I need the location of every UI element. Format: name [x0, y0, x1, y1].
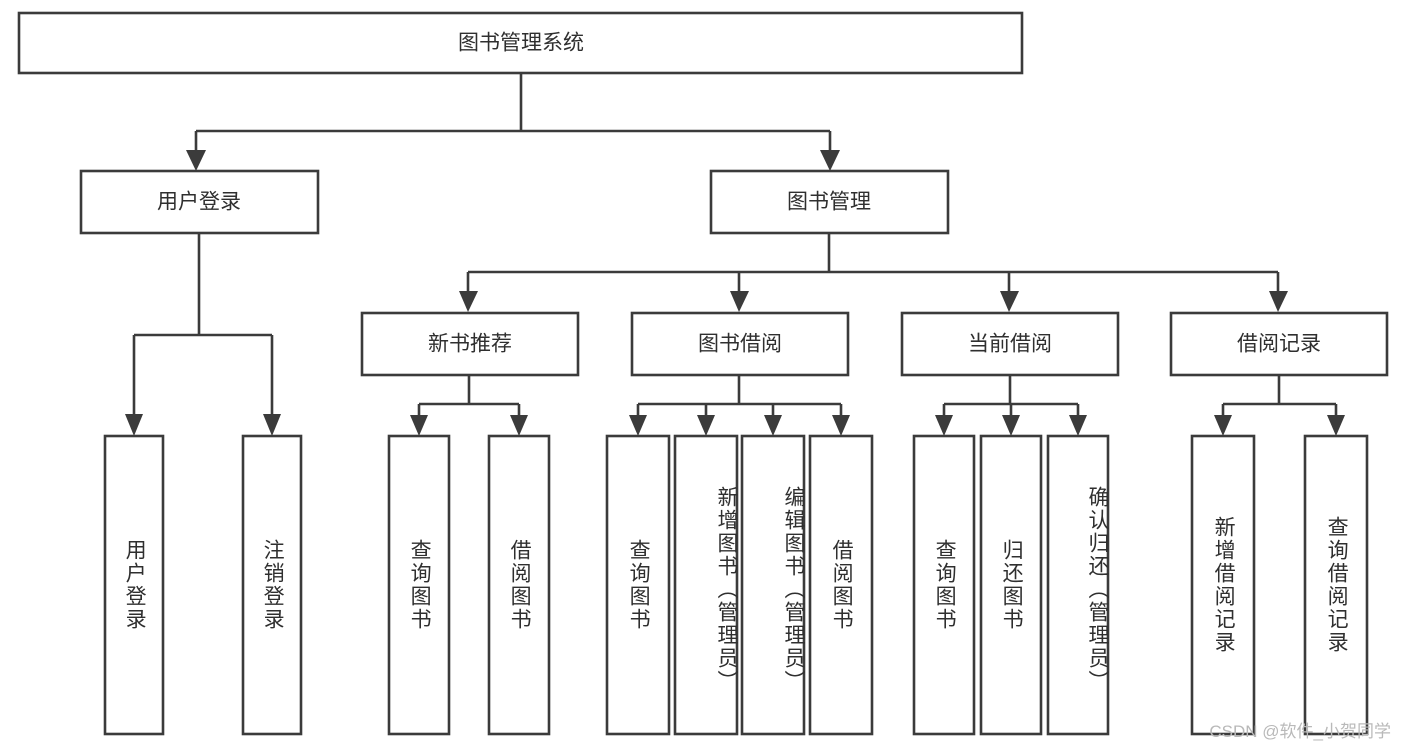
- node-book-borrow-label: 图书借阅: [698, 333, 782, 356]
- node-new-book-recommend-label: 新书推荐: [428, 333, 512, 356]
- node-book-manage-label: 图书管理: [787, 191, 871, 214]
- node-current-borrow[interactable]: [900, 311, 1120, 377]
- node-borrow-record[interactable]: [1169, 311, 1389, 377]
- leaf-box-add-record[interactable]: [1190, 434, 1256, 736]
- leaf-box-confirm-return[interactable]: [1046, 434, 1110, 736]
- leaf-box-query-book-2[interactable]: [605, 434, 671, 736]
- connector-newbook-to-leaves: [410, 375, 528, 436]
- leaf-box-query-book-3[interactable]: [912, 434, 976, 736]
- connector-userlogin-to-leaves: [125, 233, 281, 436]
- node-current-borrow-label: 当前借阅: [968, 333, 1052, 356]
- leaf-box-user-logout[interactable]: [241, 434, 303, 736]
- leaf-box-user-login[interactable]: [103, 434, 165, 736]
- leaf-box-query-book-1[interactable]: [387, 434, 451, 736]
- node-borrow-record-label: 借阅记录: [1237, 333, 1321, 356]
- leaf-box-edit-book[interactable]: [740, 434, 806, 736]
- node-book-borrow[interactable]: [630, 311, 850, 377]
- connector-root-to-level2: [186, 73, 840, 171]
- leaf-box-borrow-book-1[interactable]: [487, 434, 551, 736]
- leaf-box-return-book[interactable]: [979, 434, 1043, 736]
- leaf-box-query-record[interactable]: [1303, 434, 1369, 736]
- node-book-manage[interactable]: [709, 169, 950, 235]
- node-root-label: 图书管理系统: [458, 32, 584, 55]
- connector-borrowrecord-to-leaves: [1214, 375, 1345, 436]
- node-user-login-label: 用户登录: [157, 191, 241, 214]
- leaf-box-borrow-book-2[interactable]: [808, 434, 874, 736]
- leaf-box-add-book[interactable]: [673, 434, 739, 736]
- csdn-watermark: CSDN @软件_小贺同学: [1209, 722, 1391, 741]
- node-root[interactable]: [17, 11, 1024, 75]
- connector-bookmanage-to-level3: [459, 233, 1288, 312]
- node-user-login[interactable]: [79, 169, 320, 235]
- connector-currentborrow-to-leaves: [935, 375, 1087, 436]
- node-new-book-recommend[interactable]: [360, 311, 580, 377]
- connector-bookborrow-to-leaves: [629, 375, 850, 436]
